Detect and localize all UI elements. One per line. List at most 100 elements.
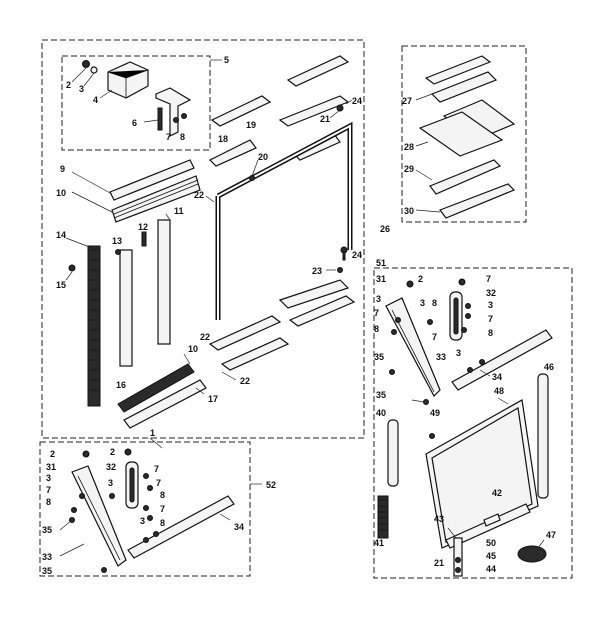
side-panel-assembly-boundary [373, 267, 573, 579]
screw-part-2d [124, 448, 132, 456]
screw-part-8g [147, 515, 153, 521]
bracket-part-4 [107, 61, 149, 99]
strip-part-29 [429, 159, 502, 195]
callout-44: 44 [486, 564, 496, 574]
screw-part-8b [427, 319, 433, 325]
callout-40: 40 [376, 408, 386, 418]
callout-13: 13 [112, 236, 122, 246]
slide-assembly-boundary [39, 441, 251, 577]
strip-part-30 [439, 183, 516, 219]
leader-6 [143, 119, 159, 123]
leader-43 [447, 527, 457, 539]
leader-33b [59, 543, 85, 557]
callout-7d: 7 [488, 314, 493, 324]
callout-24b: 24 [352, 250, 362, 260]
callout-3b: 3 [376, 294, 381, 304]
side-panel-kit-group [401, 45, 527, 223]
rail-piece-mid-right [292, 133, 341, 161]
slide-assembly-group [39, 437, 262, 577]
rail-piece-lower-right-a [278, 279, 350, 309]
screw-part-13 [115, 249, 121, 255]
screw-part-8c [391, 329, 397, 335]
callout-3e: 3 [456, 348, 461, 358]
leader-28 [415, 141, 429, 147]
callout-labels: 2 3 4 5 6 7 8 9 10 11 12 13 14 15 16 17 … [42, 55, 556, 576]
callout-20: 20 [258, 152, 268, 162]
pin-part-49 [429, 433, 435, 439]
screw-part-8f [147, 485, 153, 491]
rail-part-34b [127, 495, 235, 559]
angle-leg-part-6 [157, 107, 163, 131]
callout-2a: 2 [66, 80, 71, 90]
callout-34a: 34 [492, 372, 502, 382]
screw-part-35a [389, 369, 395, 375]
callout-35c: 35 [42, 525, 52, 535]
callout-15: 15 [56, 280, 66, 290]
plate-part-28b [418, 111, 504, 157]
screw-part-20 [249, 175, 255, 181]
callout-11: 11 [174, 206, 184, 216]
screw-part-8e [71, 507, 77, 513]
callout-10b: 10 [188, 344, 198, 354]
rail-piece-bottom [220, 337, 290, 371]
leader-47 [537, 539, 545, 549]
callout-3d: 3 [488, 300, 493, 310]
callout-7f: 7 [154, 464, 159, 474]
callout-7i: 7 [156, 478, 161, 488]
leader-4 [99, 89, 113, 99]
leader-24a [345, 99, 353, 105]
jamb-part-46 [537, 373, 549, 499]
callout-34b: 34 [234, 522, 244, 532]
side-panel-assembly-group [373, 267, 573, 579]
rail-piece-lower-right-b [288, 295, 356, 327]
callout-8g: 8 [160, 518, 165, 528]
callout-22a: 22 [194, 190, 204, 200]
callout-8e: 8 [46, 497, 51, 507]
screw-part-21 [336, 104, 344, 112]
callout-50: 50 [486, 538, 496, 548]
callout-1: 1 [150, 428, 155, 438]
callout-47: 47 [546, 530, 556, 540]
callout-7g: 7 [46, 485, 51, 495]
callout-2d: 2 [110, 447, 115, 457]
callout-3f: 3 [46, 473, 51, 483]
callout-26: 26 [380, 224, 390, 234]
callout-48: 48 [494, 386, 504, 396]
callout-5: 5 [224, 55, 229, 65]
callout-7h: 7 [160, 504, 165, 514]
callout-3h: 3 [140, 516, 145, 526]
callout-2c: 2 [50, 449, 55, 459]
callout-32a: 32 [486, 288, 496, 298]
callout-35a: 35 [374, 352, 384, 362]
angle-bracket-part-6 [155, 87, 192, 137]
callout-8a: 8 [180, 132, 185, 142]
pin-part-12 [141, 231, 147, 247]
rail-piece-part-18 [210, 95, 272, 127]
leader-34b [219, 513, 231, 521]
callout-30: 30 [404, 206, 414, 216]
screw-part-35b [423, 399, 429, 405]
leader-48 [497, 397, 509, 405]
side-panel-kit-boundary [401, 45, 527, 223]
callout-7a: 7 [166, 132, 171, 142]
leader-34a [479, 369, 491, 377]
sill-part-17 [123, 379, 207, 429]
leader-11 [165, 213, 171, 221]
callout-4: 4 [93, 95, 98, 105]
leader-21 [329, 109, 341, 119]
callout-35d: 35 [42, 566, 52, 576]
leader-14 [65, 237, 93, 249]
foam-pad-part-47 [517, 545, 547, 563]
screw-part-7g [109, 493, 115, 499]
frame-kit-group [41, 39, 365, 439]
screw-part-15 [68, 264, 76, 272]
leader-17 [195, 387, 205, 395]
callout-8d: 8 [488, 328, 493, 338]
callout-14: 14 [56, 230, 66, 240]
callout-45: 45 [486, 551, 496, 561]
screw-part-8d [461, 327, 467, 333]
callout-18: 18 [218, 134, 228, 144]
callout-52: 52 [266, 480, 276, 490]
callout-19: 19 [246, 120, 256, 130]
